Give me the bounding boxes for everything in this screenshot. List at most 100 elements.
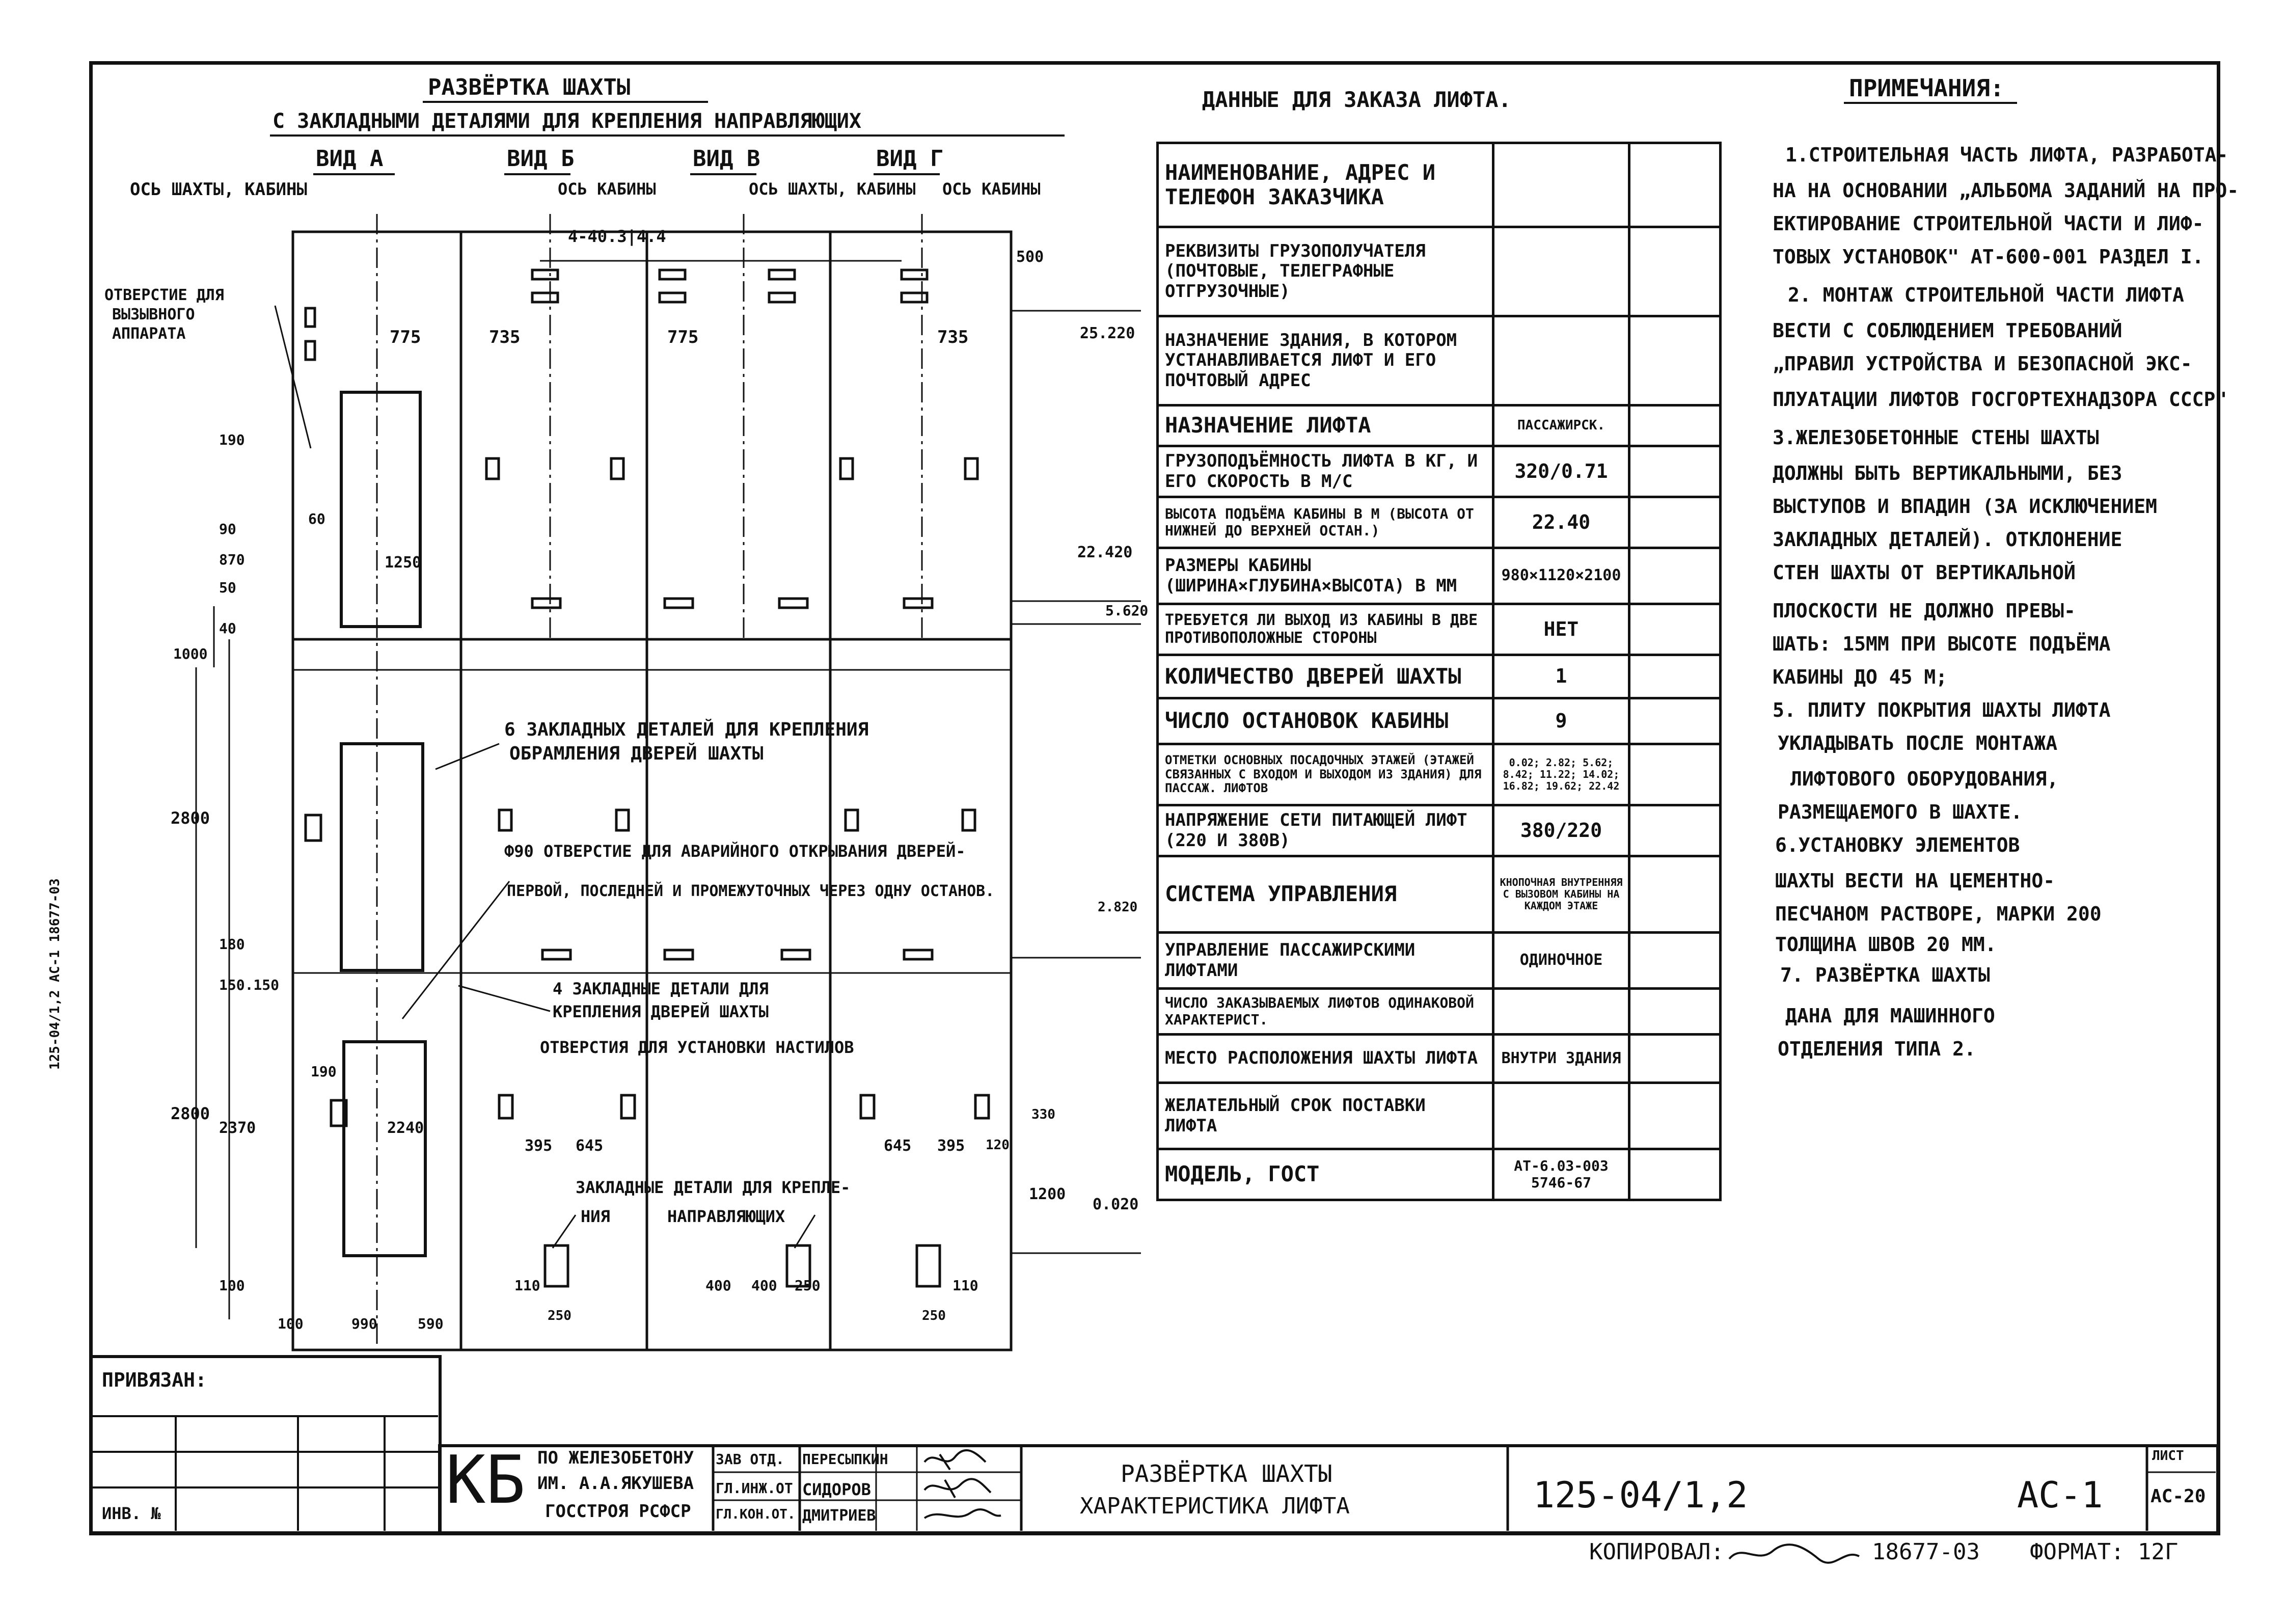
order-row-value — [1492, 1081, 1630, 1150]
note-line: вести с соблюдением требований — [1773, 319, 2122, 342]
order-row-label: Место расположения шахты лифта — [1156, 1033, 1494, 1084]
order-row-value: одиночное — [1492, 931, 1630, 990]
name-sidorov: Сидоров — [802, 1480, 871, 1499]
dim-250-b: 250 — [795, 1277, 821, 1294]
embedded-guides-label-3: направляющих — [667, 1207, 785, 1226]
dim-110-b: 110 — [953, 1277, 978, 1294]
order-row-label: Количество дверей шахты — [1156, 654, 1494, 699]
order-row-value: 0.02; 2.82; 5.62; 8.42; 11.22; 14.02; 16… — [1492, 743, 1630, 806]
order-row-label: Управление пассажирскими лифтами — [1156, 931, 1494, 990]
axis-label-a: Ось шахты, кабины — [130, 179, 307, 200]
note-line: товых установок" АТ-600-001 Раздел I. — [1773, 246, 2204, 268]
hole-caller-label-3: аппарата — [112, 325, 186, 343]
note-line: выступов и впадин (за исключением — [1773, 495, 2157, 518]
dim-120: 120 — [986, 1138, 1010, 1153]
holes-decking-label: отверстия для установки настилов — [540, 1038, 854, 1057]
drawing-title: Развёртка шахты — [428, 74, 631, 100]
note-line: должны быть вертикальными, без — [1773, 462, 2122, 484]
org-line-2: им. А.А.Якушева — [537, 1473, 694, 1494]
elev-22420: 22.420 — [1077, 544, 1133, 561]
note-line: лифтового оборудования, — [1790, 768, 2059, 790]
dim-90: 90 — [219, 521, 236, 537]
order-row-label: Наименование, адрес и телефон заказчика — [1156, 142, 1494, 228]
note-line: на на основании „Альбома заданий на про- — [1773, 179, 2239, 202]
view-g-label: Вид Г — [876, 146, 944, 172]
view-v-label: Вид В — [693, 146, 760, 172]
order-row-label: Грузоподъёмность лифта в кг, и его скоро… — [1156, 445, 1494, 498]
hole-phi90-label-2: первой, последней и промежуточных через … — [507, 882, 995, 900]
note-line: кабины до 45 м; — [1773, 666, 1948, 688]
dim-180: 180 — [219, 936, 245, 953]
note-line: укладывать после монтажа — [1778, 732, 2058, 754]
order-row-value: НЕТ — [1492, 603, 1630, 656]
note-line: стен шахты от вертикальной — [1773, 561, 2076, 584]
order-row-value — [1492, 315, 1630, 407]
dim-395-b: 395 — [937, 1137, 965, 1155]
shaft-outline — [291, 230, 1013, 1351]
order-row-value: 9 — [1492, 697, 1630, 745]
kb-logo: КБ — [446, 1441, 526, 1519]
note-line: толщина швов 20 мм. — [1775, 933, 1997, 956]
elev-0020: 0.020 — [1093, 1196, 1139, 1213]
order-row-label: Модель, ГОСТ — [1156, 1148, 1494, 1201]
dim-735-a: 735 — [489, 327, 521, 347]
order-row-value — [1492, 987, 1630, 1036]
elev-2820: 2.820 — [1098, 900, 1138, 915]
order-row-label: Высота подъёма кабины в м (высота от ниж… — [1156, 496, 1494, 549]
hole-caller-label-1: отверстие для — [104, 286, 224, 304]
dim-2800-b: 2800 — [171, 1104, 210, 1123]
hole-caller-label-2: вызывного — [112, 306, 195, 323]
order-row-label: Желательный срок поставки лифта — [1156, 1081, 1494, 1150]
note-line: 3.Железобетонные стены шахты — [1773, 426, 2099, 449]
copied-label: Копировал: — [1589, 1539, 1724, 1565]
note-line: 7. Развёртка шахты — [1780, 964, 1990, 986]
dim-2800-a: 2800 — [171, 808, 210, 828]
drawing-code: 125-04/1,2 — [1533, 1474, 1748, 1516]
order-row-label: Число заказываемых лифтов одинаковой хар… — [1156, 987, 1494, 1036]
note-line: 6.Установку элементов — [1775, 834, 2020, 856]
embedded-6-label-1: 6 закладных деталей для крепления — [504, 719, 869, 740]
note-line: ектирование строительной части и лиф- — [1773, 212, 2204, 235]
order-row-value: пассажирск. — [1492, 404, 1630, 447]
name-dmitriev: Дмитриев — [802, 1507, 876, 1525]
dim-2370: 2370 — [219, 1119, 256, 1137]
order-row-value: 1 — [1492, 654, 1630, 699]
embedded-4-label-1: 4 закладные детали для — [553, 979, 769, 998]
order-row-label: Отметки основных посадочных этажей (этаж… — [1156, 743, 1494, 806]
dim-190-b: 190 — [311, 1063, 337, 1080]
org-line-1: по железобетону — [537, 1448, 694, 1468]
note-line: 1.Строительная часть лифта, разработа- — [1785, 144, 2228, 166]
sheet-code: АС-1 — [2017, 1474, 2103, 1516]
dim-500: 500 — [1016, 248, 1044, 266]
format-label: Формат: 12г — [2030, 1539, 2179, 1565]
order-row-value: 22.40 — [1492, 496, 1630, 549]
order-row-value: 980×1120×2100 — [1492, 547, 1630, 605]
list-label: лист — [2152, 1448, 2184, 1464]
hole-phi90-label-1: Ф90 отверстие для аварийного открывания … — [504, 842, 966, 861]
view-b-label: Вид Б — [507, 146, 575, 172]
privyazan-grid — [89, 1415, 438, 1531]
dim-190: 190 — [219, 431, 245, 448]
order-row-value: внутри здания — [1492, 1033, 1630, 1084]
order-row-label: Размеры кабины (ширина×глубина×высота) в… — [1156, 547, 1494, 605]
dim-735-b: 735 — [937, 327, 969, 347]
dim-40: 40 — [219, 620, 236, 637]
order-row-label: Система управления — [1156, 855, 1494, 934]
view-g-underline — [874, 173, 940, 175]
note-line: шать: 15мм при высоте подъёма — [1773, 633, 2111, 655]
embedded-6-label-2: обрамления дверей шахты — [509, 743, 764, 764]
order-row-label: Напряжение сети питающей лифт (220 и 380… — [1156, 804, 1494, 857]
role-zav-otd: Зав отд. — [716, 1451, 784, 1468]
copier-signature — [1728, 1544, 1860, 1564]
main-stamp — [438, 1444, 2219, 1534]
dim-870: 870 — [219, 551, 245, 568]
note-line: закладных деталей). Отклонение — [1773, 528, 2122, 551]
signatures — [923, 1449, 1001, 1519]
dim-590: 590 — [418, 1315, 444, 1332]
note-line: „Правил устройства и безопасной экс- — [1773, 353, 2192, 375]
dim-150-150: 150.150 — [219, 977, 280, 993]
axis-label-g: ось кабины — [942, 179, 1041, 199]
main-stamp-grid — [712, 1444, 2216, 1531]
view-b-underline — [504, 173, 570, 175]
order-row-label: Требуется ли выход из кабины в две проти… — [1156, 603, 1494, 656]
